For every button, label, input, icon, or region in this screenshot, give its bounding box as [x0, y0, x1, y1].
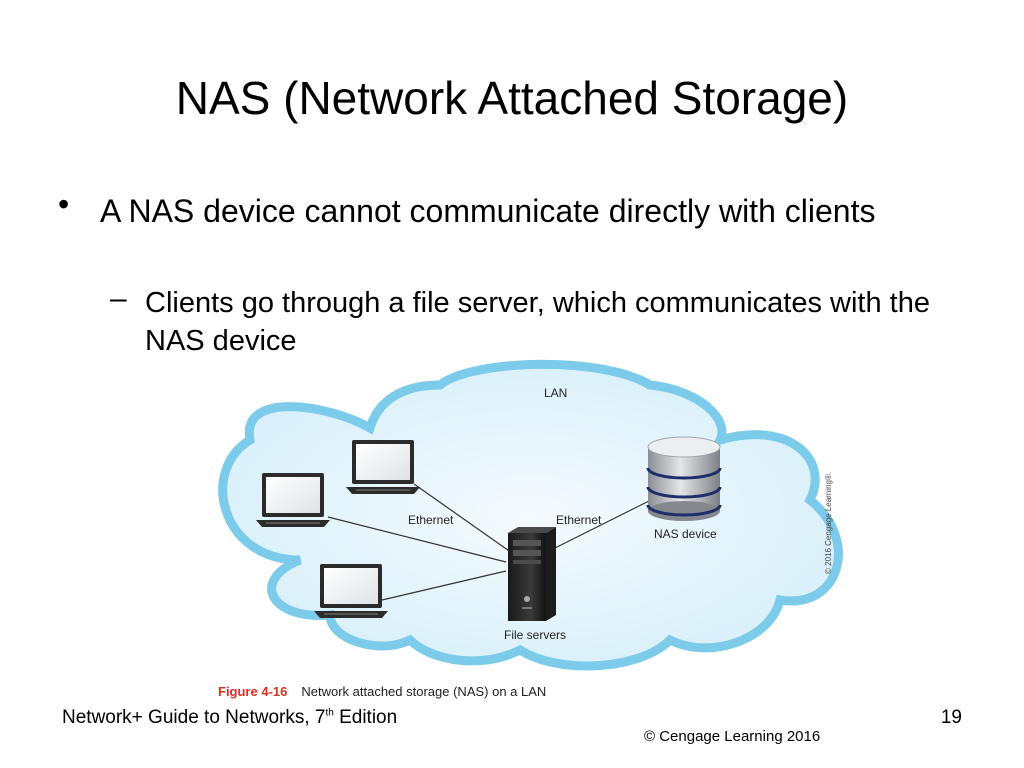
file-servers-label: File servers [504, 628, 566, 642]
link-laptop-left [327, 516, 507, 563]
laptop-icon [346, 440, 420, 494]
footer-book: Network+ Guide to Networks, 7 [62, 707, 326, 728]
sub-bullet-marker: – [110, 282, 127, 315]
ethernet-label-right: Ethernet [556, 513, 602, 527]
lan-label: LAN [544, 386, 567, 400]
nas-storage-icon [646, 436, 722, 521]
nas-device-label: NAS device [654, 527, 717, 541]
footer-edition: Edition [333, 707, 398, 728]
image-credit: © 2016 Cengage Learning®. [824, 471, 833, 574]
ethernet-label-left: Ethernet [408, 513, 454, 527]
link-laptop-bottom [381, 570, 507, 601]
ethernet-links [327, 483, 656, 601]
footer-copyright: © Cengage Learning 2016 [644, 728, 821, 745]
link-laptop-top [413, 483, 513, 554]
laptop-icon [256, 473, 330, 527]
footer-book-title: Network+ Guide to Networks, 7th Edition [62, 707, 397, 729]
slide-title: NAS (Network Attached Storage) [175, 72, 849, 124]
footer-superscript: th [325, 707, 334, 719]
link-nas [554, 497, 656, 549]
figure-caption-text: Network attached storage (NAS) on a LAN [301, 684, 547, 699]
file-server-icon [508, 527, 556, 621]
page-number: 19 [940, 707, 962, 728]
sub-bullet-text: Clients go through a file server, which … [145, 287, 930, 357]
laptop-icon [314, 564, 388, 618]
bullet-marker: • [58, 186, 70, 222]
figure-number: Figure 4-16 [218, 684, 288, 699]
bullet-text: A NAS device cannot communicate directly… [100, 193, 876, 229]
figure-caption: Figure 4-16 Network attached storage (NAS… [218, 684, 546, 699]
